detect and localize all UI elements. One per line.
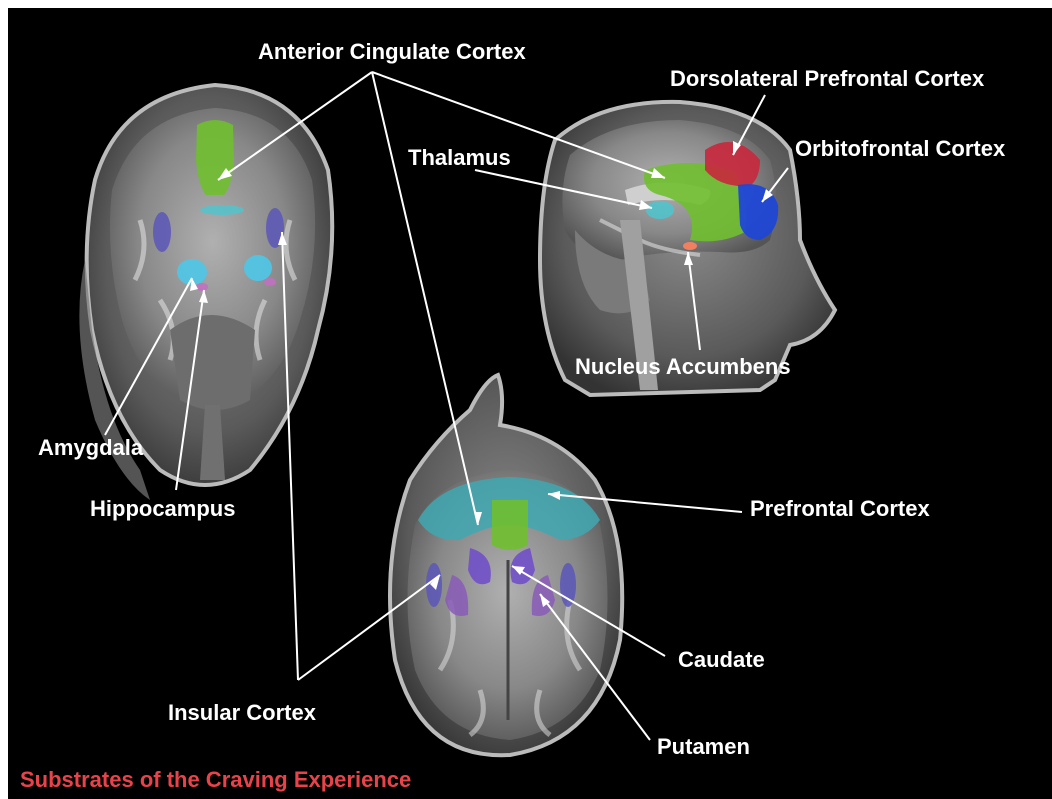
sagittal-thalamus-region (646, 201, 674, 219)
label-amygdala: Amygdala (38, 436, 143, 460)
label-hippocampus: Hippocampus (90, 497, 235, 521)
coronal-hippocampus-left (196, 283, 208, 291)
figure-caption: Substrates of the Craving Experience (20, 768, 411, 792)
axial-anterior-cingulate-region (492, 500, 528, 550)
axial-scan (390, 375, 622, 755)
coronal-thalamus-region (200, 205, 244, 215)
label-insular: Insular Cortex (168, 701, 316, 725)
label-prefrontal: Prefrontal Cortex (750, 497, 930, 521)
label-dorsolateral-prefrontal: Dorsolateral Prefrontal Cortex (670, 67, 984, 91)
coronal-anterior-cingulate-region (196, 120, 234, 195)
sagittal-accumbens-region (683, 242, 697, 250)
axial-insula-right (560, 563, 576, 607)
coronal-insula-left (153, 212, 171, 252)
label-orbitofrontal: Orbitofrontal Cortex (795, 137, 1005, 161)
coronal-hippocampus-right (264, 278, 276, 286)
label-nucleus-accumbens: Nucleus Accumbens (575, 355, 791, 379)
label-caudate: Caudate (678, 648, 765, 672)
coronal-amygdala-right (244, 255, 272, 281)
label-putamen: Putamen (657, 735, 750, 759)
label-thalamus: Thalamus (408, 146, 511, 170)
label-anterior-cingulate: Anterior Cingulate Cortex (258, 40, 526, 64)
